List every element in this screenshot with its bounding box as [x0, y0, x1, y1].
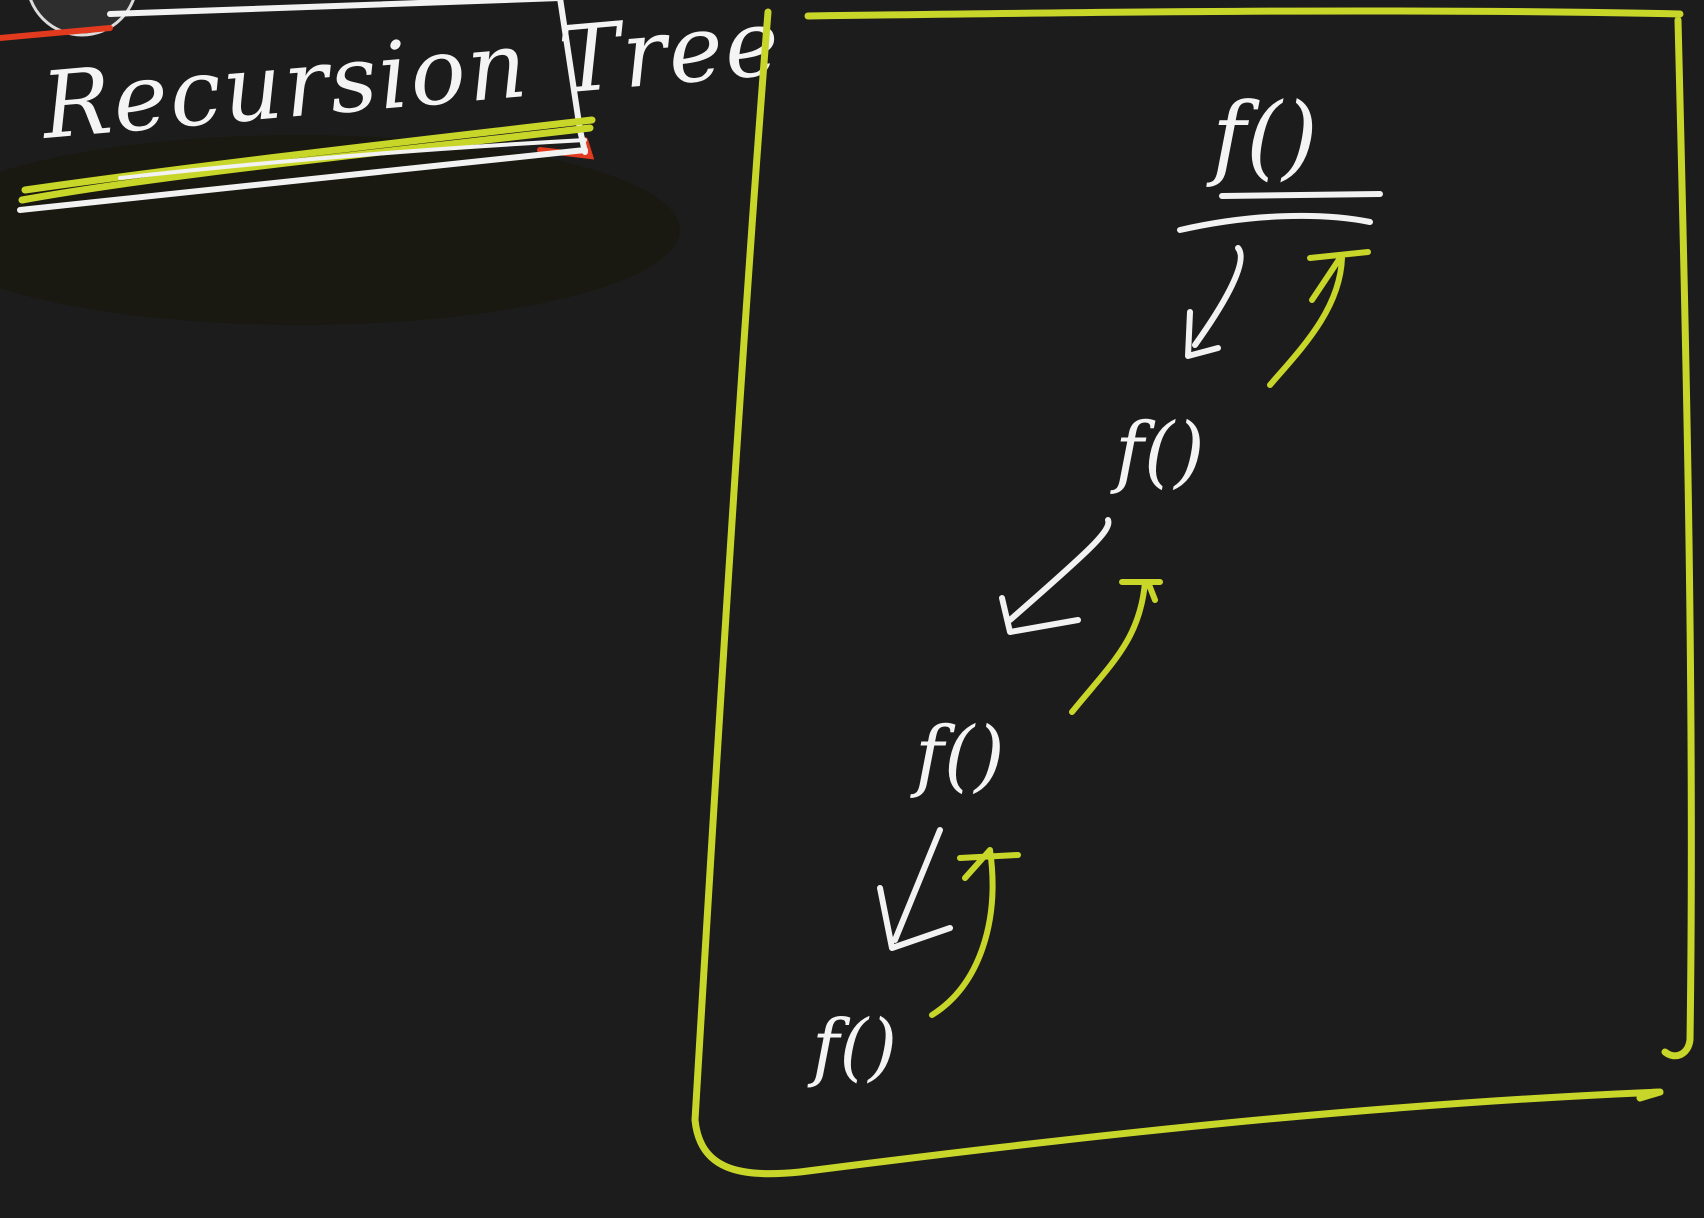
title-glow — [0, 135, 680, 325]
tree-node-1: f() — [1177, 83, 1383, 233]
tree-node-2: f() — [1110, 407, 1205, 497]
tree-node-3: f() — [910, 711, 1005, 801]
diagram-frame — [691, 7, 1695, 1178]
return-arrow-2 — [1069, 579, 1163, 715]
title-text: Recursion Tree — [36, 0, 786, 160]
call-arrow-2 — [999, 517, 1112, 635]
tree-node-4: f() — [807, 1004, 897, 1090]
node-1-underline — [1177, 191, 1383, 233]
call-arrow-1 — [1185, 245, 1244, 359]
title-underline — [18, 116, 596, 204]
node-1-label: f() — [1206, 83, 1318, 190]
node-3-label: f() — [910, 711, 1005, 801]
return-arrow-1 — [1267, 249, 1371, 388]
title-underline-white — [118, 138, 587, 180]
return-arrow-3 — [929, 847, 1021, 1018]
call-arrow-3 — [877, 827, 953, 951]
node-2-label: f() — [1110, 407, 1205, 497]
node-4-label: f() — [807, 1004, 897, 1090]
